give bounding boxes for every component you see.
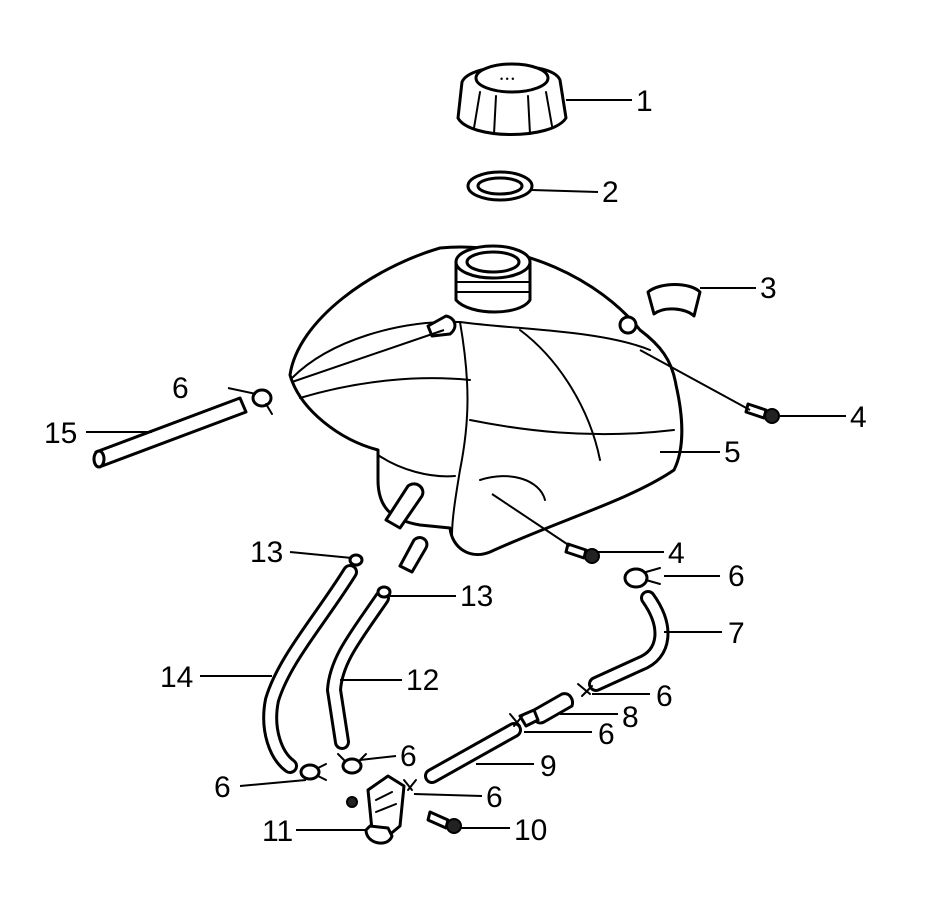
callout-6-hose14: 6 <box>214 771 231 804</box>
callout-6-hose7-top: 6 <box>728 560 745 593</box>
callout-15: 15 <box>44 417 77 450</box>
leader-lines <box>86 99 846 831</box>
callout-5: 5 <box>724 436 741 469</box>
callout-6-breather: 6 <box>172 372 189 405</box>
hose-clamp <box>623 567 661 589</box>
hose-clamp <box>251 388 273 415</box>
callout-labels: 1 2 3 4 5 4 6 15 6 7 6 8 6 9 13 13 14 12… <box>44 85 867 848</box>
callout-4-upper: 4 <box>850 401 867 434</box>
hose-clamp <box>509 713 525 727</box>
callout-6-valve-right: 6 <box>486 781 503 814</box>
rubber-pad <box>646 283 702 318</box>
callout-3: 3 <box>760 272 777 305</box>
callout-2: 2 <box>602 176 619 209</box>
hose-clamp <box>577 683 593 697</box>
callout-6-filter: 6 <box>598 718 615 751</box>
callout-10: 10 <box>514 814 547 847</box>
callout-6-hose7-bottom: 6 <box>656 680 673 713</box>
hose-clamp <box>403 779 417 791</box>
callout-13-left: 13 <box>250 536 283 569</box>
hose-clamp <box>337 753 367 775</box>
fuel-filter <box>518 692 574 728</box>
breather-hose <box>92 396 248 469</box>
callout-9: 9 <box>540 750 557 783</box>
tank-bolt-upper <box>744 402 780 424</box>
hose-clamp <box>348 553 364 567</box>
callout-1: 1 <box>636 85 653 118</box>
callout-12: 12 <box>406 664 439 697</box>
valve-screw <box>426 810 462 834</box>
callout-13-right: 13 <box>460 580 493 613</box>
fuel-tank <box>288 244 684 574</box>
callout-6-valve-top: 6 <box>400 740 417 773</box>
tank-bolt-lower <box>564 542 600 564</box>
fuel-valve <box>346 774 406 845</box>
callout-4-lower: 4 <box>668 537 685 570</box>
callout-7: 7 <box>728 617 745 650</box>
callout-14: 14 <box>160 661 193 694</box>
hose-clamp <box>376 585 392 599</box>
cap-gasket <box>466 170 534 202</box>
callout-11: 11 <box>262 815 293 848</box>
hose-clamp <box>299 763 327 781</box>
callout-8: 8 <box>622 701 639 734</box>
svg-text:• • •: • • • <box>500 74 514 84</box>
fuel-cap: • • • <box>456 62 568 136</box>
